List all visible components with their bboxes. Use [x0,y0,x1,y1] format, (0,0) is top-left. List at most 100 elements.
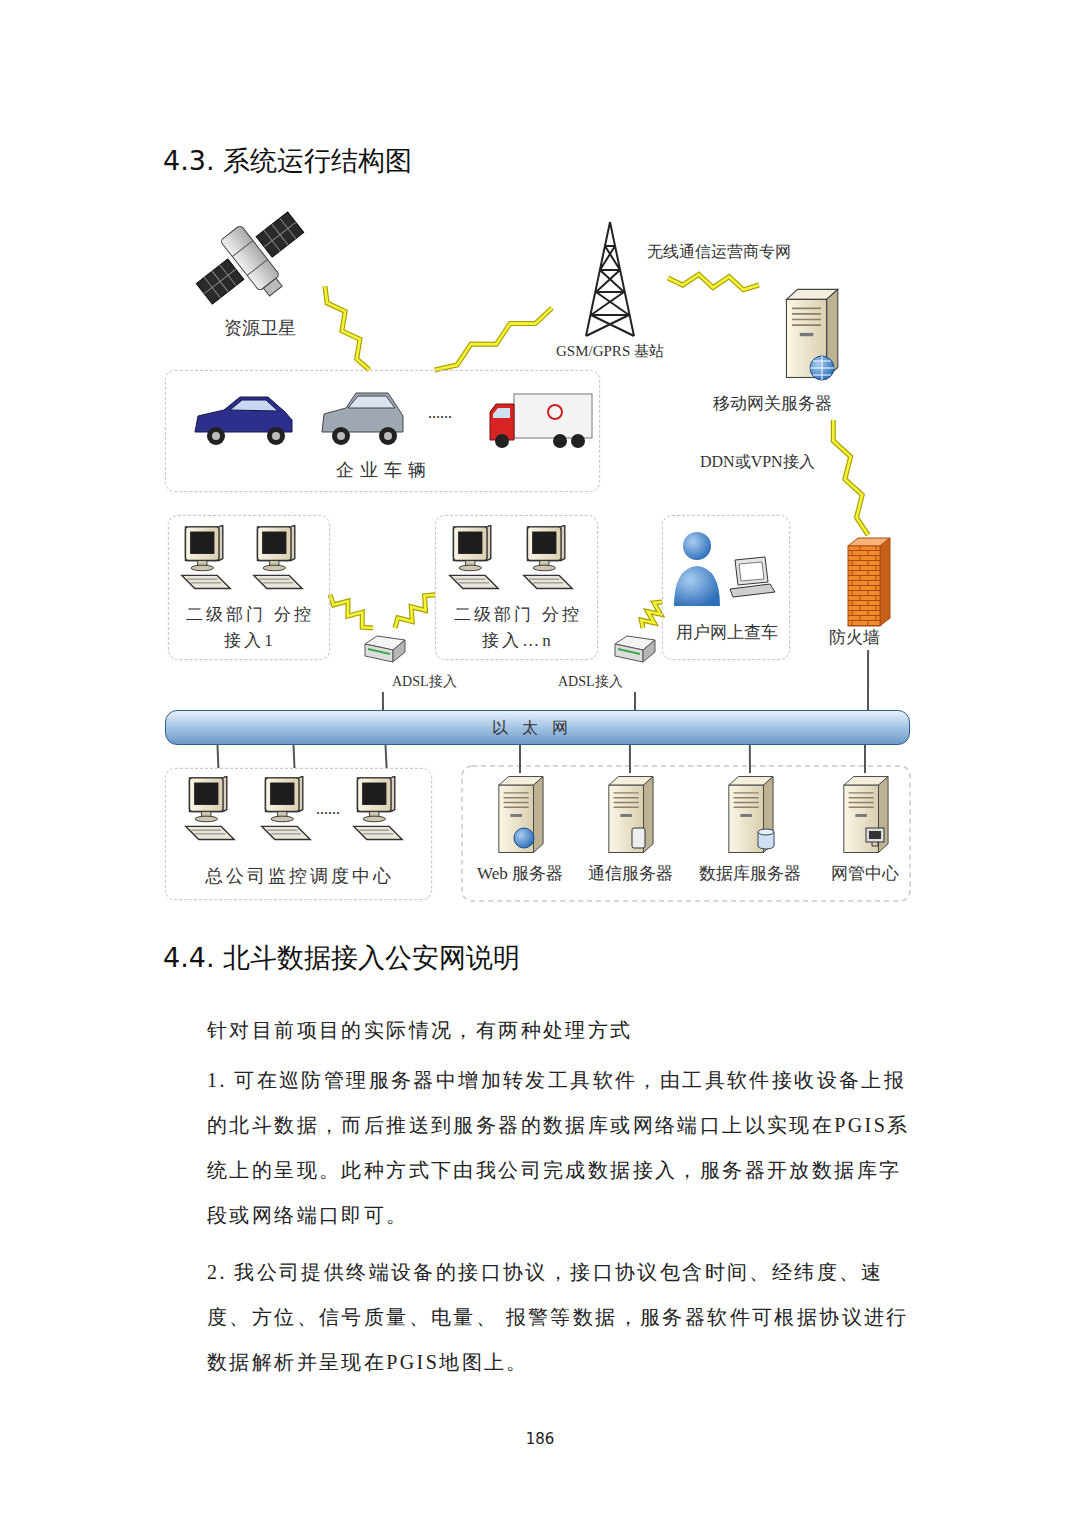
server-node: Web 服务器 [470,773,570,888]
ellipsis-mark: ...... [316,800,356,818]
network-line [635,692,636,710]
drawing-part [848,546,880,626]
network-line [629,745,630,773]
drawing-part [267,427,285,445]
drawing-part [730,584,775,597]
connector-stroke [641,602,662,628]
user-group: 用户网上查车 [662,515,790,660]
connector-stroke [395,595,435,628]
page-heading: 4.3. 系统运行结构图 [163,143,412,179]
network-line [520,745,521,773]
computer-icon [254,525,303,588]
drawing-part [869,831,881,839]
drawing-part [872,842,878,846]
gateway-node: 移动网关服务器 [705,285,840,420]
connector-stroke [435,308,552,370]
body-text: 针对目前项目的实际情况，有两种处理方式 [207,1008,927,1053]
ethernet-band: 以太网 [165,710,910,745]
drawing-part [220,225,280,291]
drawing-part [735,557,768,585]
globe-lines [810,356,834,380]
connector-stroke [867,650,869,710]
link-label: DDN或VPN接入 [698,452,817,473]
connector-stroke [634,692,636,710]
computer-icon [182,525,231,588]
monitor-group: 总公司监控调度中心 [165,768,432,900]
connector-stroke [668,274,759,289]
suv-icon [322,393,403,445]
drawing-part [586,222,634,336]
network-line [382,692,383,710]
connector-stroke [641,602,662,628]
modem-icon [615,636,655,662]
drawing-part [322,393,403,432]
connector-stroke [217,745,220,768]
drawing-part [683,532,711,560]
section-heading: 4.4. 北斗数据接入公安网说明 [163,940,763,976]
node-label: 用户网上查车 [663,622,791,643]
node-label: 以太网 [166,718,908,738]
server-icon [729,777,773,853]
connector-stroke [386,745,387,768]
connector-stroke [330,595,373,628]
sedan-icon [195,397,292,445]
connector-stroke [833,420,868,535]
firewall-icon [848,538,890,626]
modem-node: ADSL接入 [558,628,658,692]
connector-stroke [330,595,373,628]
tower-node: GSM/GPRS 基站 [552,218,668,368]
body-text: 2. 我公司提供终端设备的接口协议，接口协议包含时间、经纬度、速度、方位、信号质… [207,1250,919,1385]
connector-stroke [325,286,369,370]
node-label: 企业车辆 [166,459,601,482]
connector-stroke [382,692,384,710]
drawing-part [348,396,395,408]
node-label: ADSL接入 [392,673,472,691]
wireless-link [395,595,435,628]
connector-stroke [668,274,759,289]
connector-stroke [864,745,866,773]
wireless-link [330,595,373,628]
computer-icon [524,525,573,588]
drawing-part [263,278,282,296]
firewall-node: 防火墙 [810,535,898,650]
network-line [749,745,750,773]
connector-stroke [435,308,552,370]
node-label: 防火墙 [810,627,898,648]
connector-stroke [629,745,631,773]
node-label: 二级部门 分控接入…n [448,602,588,654]
computer-icon [450,525,499,588]
node-label: 通信服务器 [580,863,680,884]
monitor-icon [866,828,884,846]
modem-node: ADSL接入 [362,628,472,692]
network-line [218,745,387,768]
wireless-link [641,602,662,628]
connector-stroke [833,420,868,535]
drawing-part [514,394,592,438]
server-icon [844,777,888,853]
connector-stroke [294,745,295,768]
wireless-link [435,308,552,370]
node-label: 数据库服务器 [695,863,805,884]
drawing-part [880,538,890,626]
server-node: 通信服务器 [580,773,680,888]
drawing-part [571,434,585,448]
phone-icon [632,828,645,848]
drawing-part [758,829,774,835]
computer-icon [354,776,403,839]
node-label: 网管中心 [815,863,915,884]
drawing-part [384,432,392,440]
connector-stroke [519,745,521,773]
globe-icon [810,356,834,380]
link-label: 无线通信运营商专网 [645,242,793,263]
drawing-part [272,432,280,440]
node-label: ADSL接入 [558,673,634,691]
ellipsis-mark: ...... [428,404,478,422]
page-number: 186 [510,1430,570,1448]
drawing-part [212,432,220,440]
drawing-part [866,828,884,842]
connector-stroke [325,286,369,370]
computer-icon [262,776,311,839]
